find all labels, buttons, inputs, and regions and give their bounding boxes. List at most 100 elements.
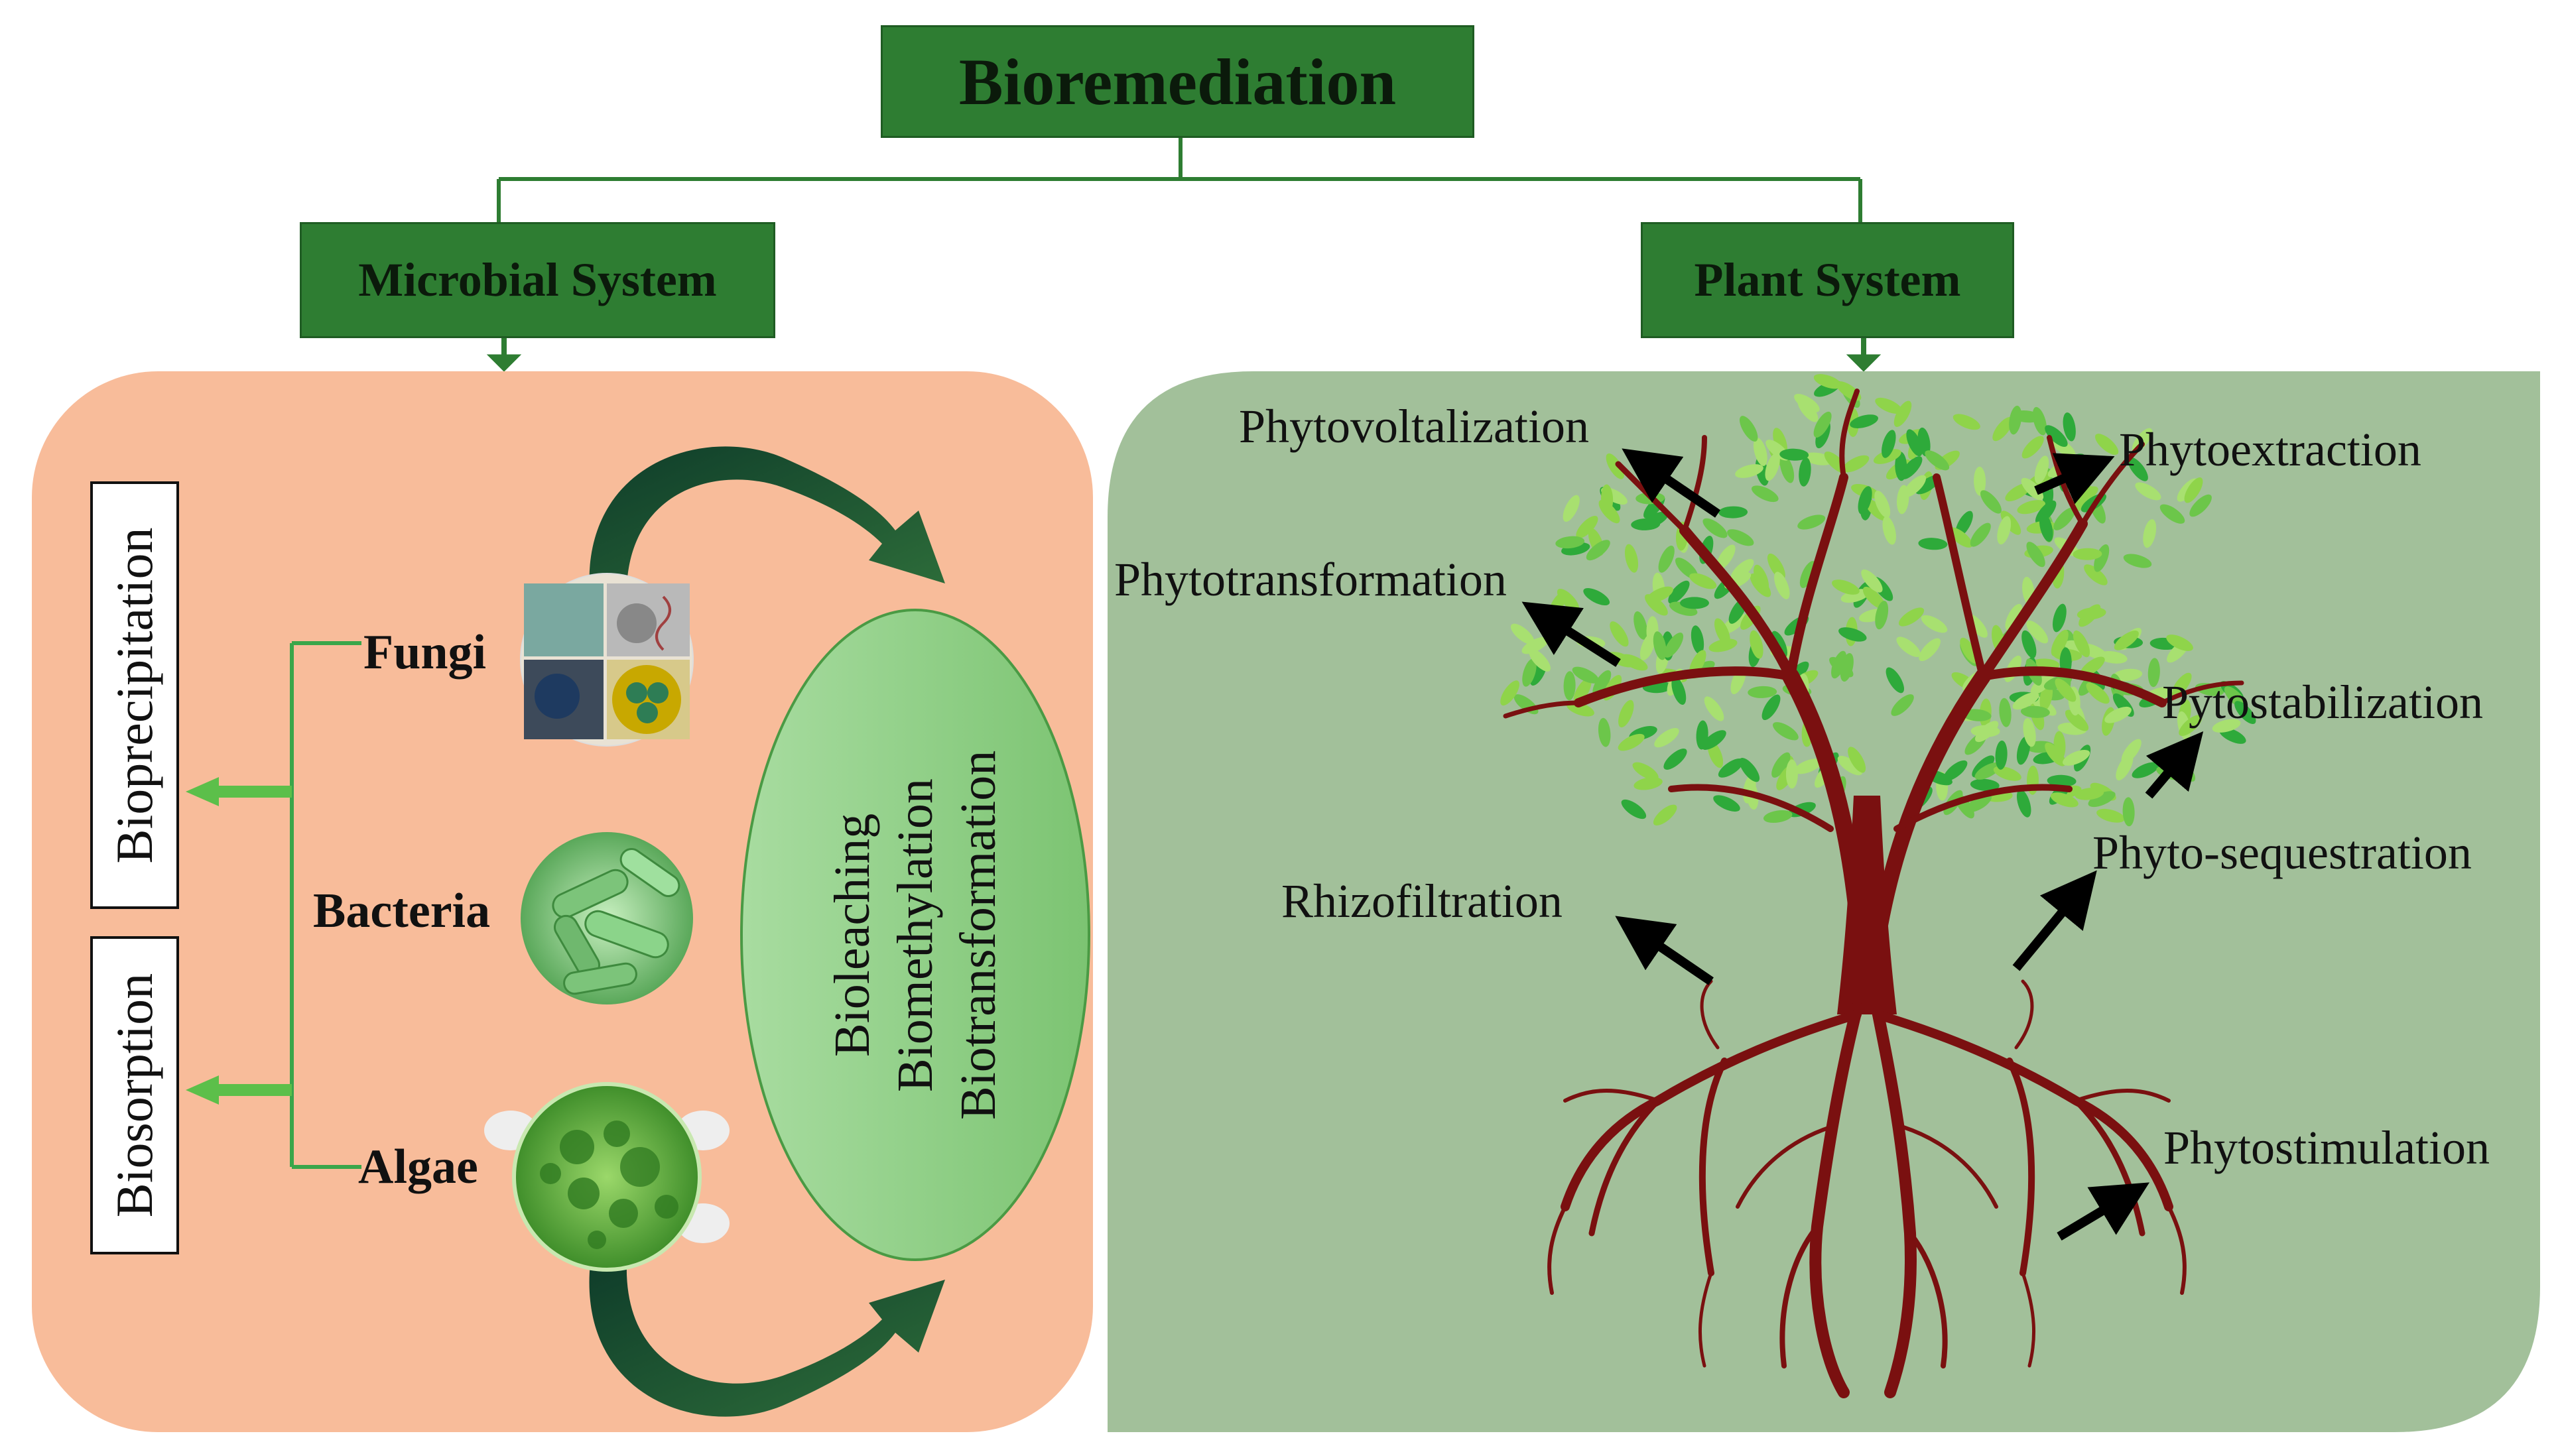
leaf (2098, 650, 2128, 664)
leaf (2086, 682, 2110, 704)
tree-trunk (1837, 796, 1897, 1014)
leaf (1624, 544, 1639, 573)
leaf (1774, 572, 1790, 599)
leaf (1771, 752, 1791, 778)
leaf (1671, 676, 1687, 705)
leaf (1779, 448, 1809, 461)
leaf (2021, 630, 2037, 658)
leaf (1861, 569, 1883, 593)
bioprecipitation-label: Bioprecipitation (105, 527, 163, 863)
leaf (1632, 762, 1659, 780)
leaf (2045, 425, 2068, 447)
leaf (1563, 671, 1576, 701)
arrow-pytostabilization (2145, 731, 2204, 799)
bioleaching-label: Bioleaching (824, 813, 880, 1057)
leaf (2073, 548, 2102, 560)
leaf (1919, 638, 1941, 662)
leaf (2080, 656, 2105, 677)
leaf (2084, 564, 2108, 585)
leaf (1576, 515, 1598, 539)
bacteria-label: Bacteria (313, 884, 491, 938)
leaf (1875, 397, 1903, 414)
plant-heading-box: Plant System (1641, 222, 2014, 338)
leaf (1993, 766, 2021, 781)
leaf (1874, 490, 1891, 518)
bacteria-image (521, 832, 693, 1004)
leaf (1586, 540, 1610, 561)
leaf (1500, 680, 1519, 706)
algae-image (484, 1082, 730, 1272)
leaf (1960, 637, 1978, 664)
leaf (1906, 429, 1923, 457)
leaf (2026, 542, 2045, 568)
leaf (2159, 504, 2185, 524)
leaf (2016, 736, 2031, 765)
leaf (1799, 457, 1811, 487)
leaf (1689, 573, 1717, 589)
leaf (2234, 701, 2256, 725)
leaf (1813, 374, 1842, 389)
leaf (1563, 495, 1580, 522)
leaf (1663, 749, 1687, 770)
arrow-phytovoltalization (1622, 448, 1720, 518)
plant-panel (1108, 371, 2540, 1432)
leaf (1970, 778, 2000, 792)
leaf (1862, 586, 1886, 609)
leaf (1785, 759, 1798, 789)
leaf (2114, 631, 2139, 650)
phyto-sequestration-label: Phyto-sequestration (2092, 826, 2472, 879)
phytostimulation-label: Phytostimulation (2163, 1121, 2490, 1174)
leaf (1583, 587, 1610, 606)
leaf (1896, 637, 1921, 657)
leaf (2075, 787, 2104, 800)
leaf (1598, 717, 1611, 747)
leaf (2051, 629, 2069, 656)
leaf (1691, 625, 1704, 654)
leaf (1858, 486, 1872, 515)
biosorption-box: Biosorption (90, 936, 179, 1254)
leaf (1864, 499, 1888, 521)
leaf (1952, 414, 1980, 430)
leaf (2212, 719, 2241, 733)
title-connectors (497, 136, 1862, 222)
leaf (1592, 670, 1612, 696)
arrow-phytostimulation (2057, 1182, 2150, 1241)
biotransformation-label: Biotransformation (950, 750, 1006, 1120)
top-curved-arrow (589, 446, 945, 600)
leaf (1903, 475, 1927, 497)
leaf (2065, 709, 2089, 731)
algae-label: Algae (358, 1140, 478, 1194)
plant-process-arrows (1521, 448, 2204, 1241)
leaf (1739, 416, 1758, 442)
leaf (1837, 755, 1863, 776)
leaf (1618, 699, 1634, 728)
leaf (1621, 799, 1647, 819)
leaf (2063, 749, 2090, 766)
phytoextraction-label: Phytoextraction (2119, 423, 2421, 476)
leaf (1898, 607, 1925, 627)
leaf (1921, 615, 1948, 633)
leaf (1901, 456, 1923, 479)
leaf (1838, 627, 1867, 642)
leaf (2021, 436, 2044, 459)
organism-bracket (290, 641, 361, 1169)
leaf (1882, 430, 1896, 458)
leaf (1999, 698, 2012, 727)
biosorption-label: Biosorption (105, 973, 163, 1218)
leaf (1794, 758, 1823, 774)
leaf (1573, 678, 1592, 704)
leaf (1997, 516, 2012, 545)
leaf (1797, 398, 1819, 422)
bracket-left-arrows (186, 777, 292, 1105)
leaf (1713, 795, 1740, 812)
leaf (1831, 579, 1860, 595)
leaf (1948, 527, 1973, 548)
leaf (1882, 516, 1896, 545)
leaf (1716, 544, 1736, 570)
leaf (1718, 758, 1744, 778)
leaf (2094, 434, 2119, 455)
leaf (1965, 794, 1992, 813)
arrow-rhizofiltration (1615, 916, 1714, 985)
leaf (2079, 604, 2101, 627)
phytovoltalization-label: Phytovoltalization (1239, 400, 1589, 453)
